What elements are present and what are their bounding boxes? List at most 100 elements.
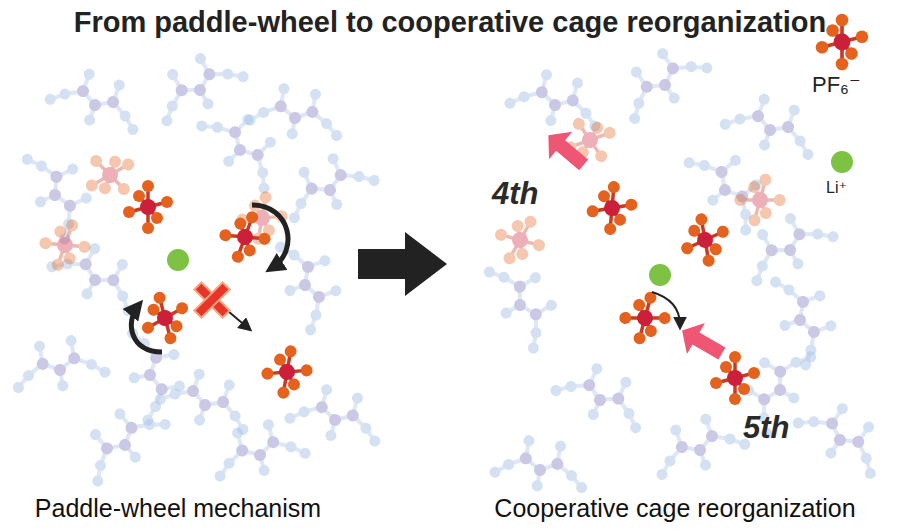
fluorine-atom [748,367,760,379]
fluorine-atom [522,214,538,230]
fluorine-atom [230,249,245,264]
atom [192,413,206,427]
solvent-molecule [141,37,254,133]
atom [85,358,98,371]
atom [115,257,130,272]
atom [320,117,333,130]
cross-bar [194,282,229,317]
pf6-molecule [585,179,640,237]
anion-layer [32,107,791,405]
atom [622,406,637,421]
fluorine-atom [602,125,617,140]
atom [221,154,237,170]
atom [305,105,319,119]
atom [579,107,592,120]
atom [326,151,341,166]
fluorine-atom [836,14,849,27]
atom [322,182,338,198]
atom [564,379,579,394]
atom [791,226,807,242]
atom [610,391,626,407]
atom [757,138,771,152]
atom [806,414,821,429]
atom [88,427,103,442]
atom [87,97,102,112]
atom [756,391,772,407]
atom [750,108,765,123]
atom [526,341,541,356]
atom [528,270,543,285]
fluorine-atom [141,320,156,335]
pf6-molecule [556,107,624,172]
atom [173,380,186,393]
atom [173,82,189,98]
atom [586,407,601,422]
atom [528,306,544,322]
atom [309,308,323,322]
atom [803,349,818,364]
phosphorus-atom [603,199,620,216]
atom [571,76,584,89]
atom [297,405,310,418]
solvent-molecule [477,246,573,359]
solvent-molecule [282,376,392,454]
pf6-molecule [134,285,196,350]
solvent-molecule [546,350,659,441]
atom [300,259,315,274]
atom [20,152,35,167]
atom [755,258,770,273]
atom [489,466,502,479]
atom [53,363,67,377]
atom [769,275,783,289]
fluorine-atom [242,243,257,258]
solvent-molecule [763,262,848,373]
atom [43,92,57,106]
atom [826,229,841,244]
fluorine-atom [142,222,154,234]
atom [67,351,81,365]
atom [823,445,838,460]
atom [128,450,143,465]
atom [824,415,841,432]
atom [667,90,682,105]
atom [657,77,674,94]
atom [345,408,360,423]
atom [99,366,112,379]
fluorine-atom [729,351,741,363]
pf6-molecule [123,180,173,234]
atom [713,164,730,181]
atom [65,162,80,177]
atom [48,169,64,185]
fluorine-atom [856,30,869,43]
atom [780,119,795,134]
atom [755,227,770,242]
solvent-molecule [41,58,152,143]
fluorine-atom [747,213,762,228]
atom [274,99,288,113]
atom [793,134,807,148]
atom [328,413,343,428]
atom [192,367,206,381]
atom [82,67,96,81]
atom [512,297,528,313]
atom [165,67,180,82]
atom [329,284,343,298]
atom [503,97,516,110]
atom [792,312,807,327]
atom [185,383,200,398]
atom [565,469,578,482]
atom [782,283,796,297]
atom [255,165,271,181]
atom [704,428,719,443]
atom [99,440,116,457]
phosphorus-atom [235,227,256,248]
atom [227,124,244,141]
atom [297,277,312,292]
atom [12,381,25,394]
atom [705,193,720,208]
atom [728,153,743,168]
atom [787,103,801,117]
pf6-molecule [729,167,791,232]
atom [544,114,557,127]
fluorine-atom [276,386,290,400]
